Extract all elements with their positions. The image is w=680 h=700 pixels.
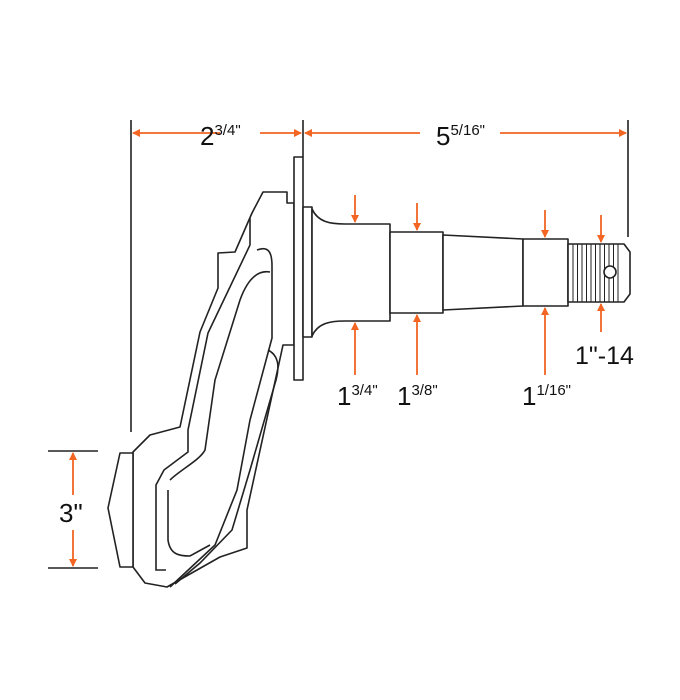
- threaded-end: [567, 243, 631, 303]
- outer-bearing-label: 11/16": [522, 381, 571, 411]
- extension-lines: [48, 120, 629, 569]
- cotter-pin-hole: [603, 265, 617, 279]
- inner-race-label: 13/8": [397, 381, 438, 411]
- spindle: [293, 156, 631, 381]
- steering-knuckle: [107, 191, 295, 588]
- flange-plate: [293, 156, 304, 381]
- spindle-length-label: 55/16": [436, 121, 485, 151]
- flange-offset-label: 23/4": [200, 121, 241, 151]
- thread-label: 1"-14: [575, 342, 634, 370]
- knuckle-height-label: 3": [59, 498, 83, 528]
- inner-bearing-label: 13/4": [337, 381, 378, 411]
- dimension-arrows: [69, 129, 627, 567]
